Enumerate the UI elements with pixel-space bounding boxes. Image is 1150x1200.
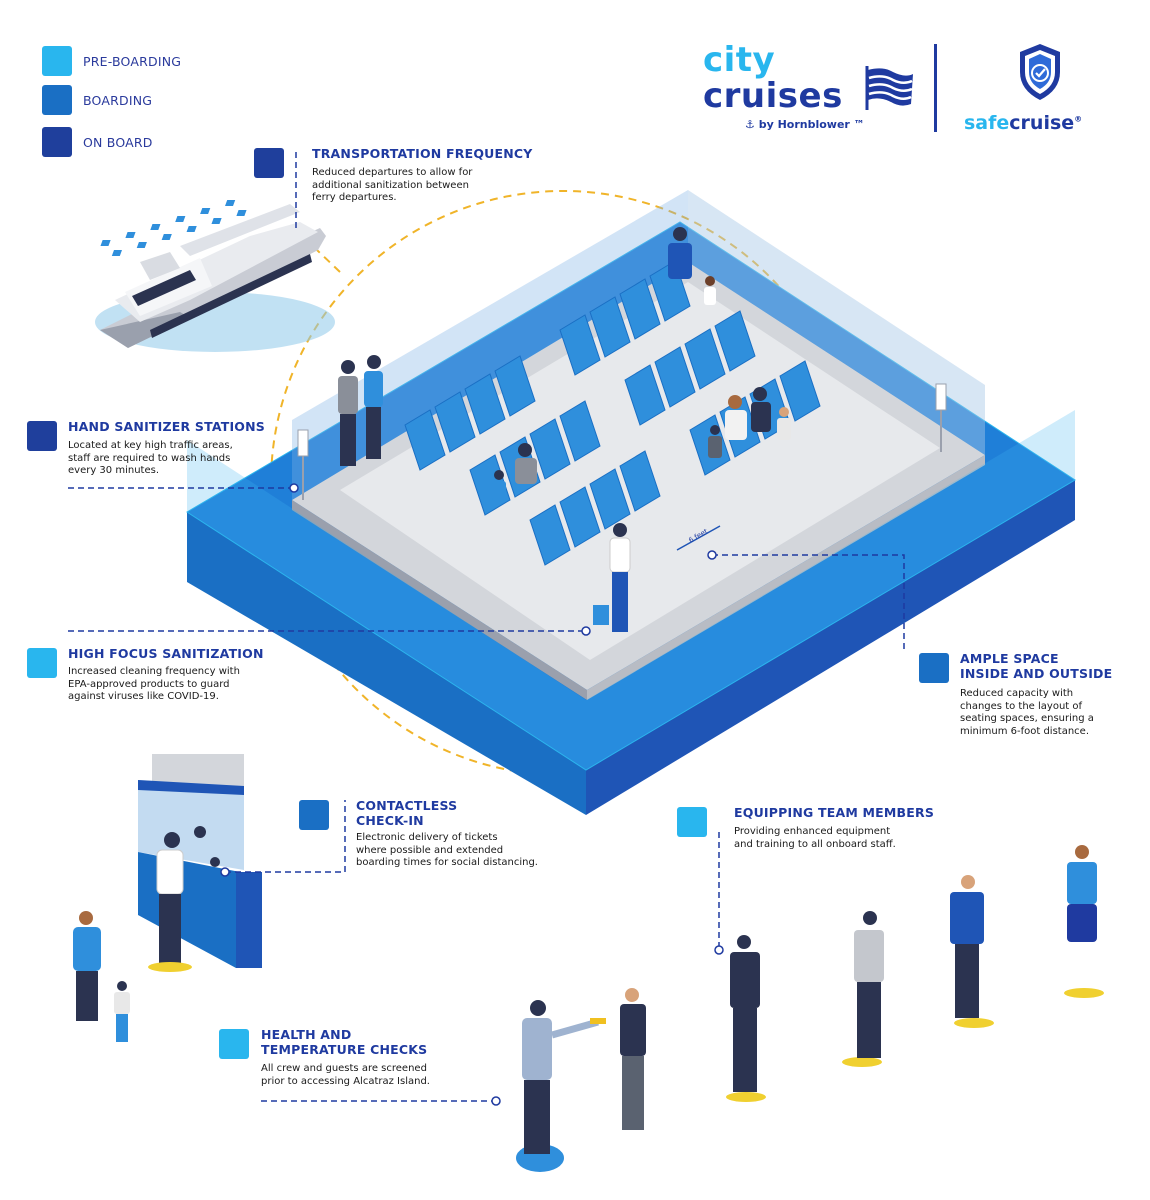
phase-marker-boarding	[299, 800, 329, 830]
title-line: CHECK-IN	[356, 813, 424, 828]
team-body: Providing enhanced equipment and trainin…	[734, 826, 896, 851]
passengers	[338, 227, 791, 632]
body-line: Electronic delivery of tickets	[356, 832, 498, 843]
ample-space-body: Reduced capacity with changes to the lay…	[960, 688, 1094, 738]
city-cruises-logo: city cruises ⚓ by Hornblower ™	[703, 42, 923, 137]
body-line: ferry departures.	[312, 192, 397, 203]
body-line: minimum 6-foot distance.	[960, 725, 1090, 737]
brand-divider	[934, 44, 937, 132]
legend-label: PRE-BOARDING	[83, 53, 182, 69]
title-line: CONTACTLESS	[356, 798, 458, 813]
title-line: TEMPERATURE CHECKS	[261, 1042, 428, 1057]
body-line: Reduced departures to allow for	[312, 167, 473, 178]
legend-label: BOARDING	[83, 92, 153, 108]
title-line: INSIDE AND OUTSIDE	[960, 666, 1113, 681]
phase-marker-pre-boarding	[219, 1029, 249, 1059]
ticket-booth-illustration	[73, 754, 262, 1042]
body-line: All crew and guests are screened	[261, 1063, 427, 1074]
ferry-illustration	[95, 200, 335, 352]
logo-byline: ⚓ by Hornblower ™	[745, 118, 865, 131]
legend-swatch	[42, 46, 72, 76]
ample-space-title: AMPLE SPACE INSIDE AND OUTSIDE	[960, 651, 1112, 681]
body-line: EPA-approved products to guard	[68, 678, 230, 690]
shield-check-icon	[1020, 44, 1060, 100]
title-line: HEALTH AND	[261, 1027, 352, 1042]
safecruise-word-a: safe	[964, 112, 1010, 134]
phase-marker-boarding	[919, 653, 949, 683]
body-line: seating spaces, ensuring a	[960, 713, 1094, 724]
legend-item-boarding: BOARDING	[42, 85, 152, 115]
body-line: boarding times for social distancing.	[356, 857, 538, 868]
staff-illustration	[516, 845, 1104, 1172]
body-line: against viruses like COVID-19.	[68, 691, 219, 702]
body-line: Located at key high traffic areas,	[68, 440, 233, 451]
sanitizer-stands	[297, 383, 947, 500]
phase-marker-pre-boarding	[677, 807, 707, 837]
phase-marker-pre-boarding	[27, 648, 57, 678]
body-line: prior to accessing Alcatraz Island.	[261, 1075, 430, 1087]
health-body: All crew and guests are screened prior t…	[261, 1063, 430, 1088]
safecruise-wordmark: safecruise®	[964, 112, 1082, 134]
legend-swatch	[42, 127, 72, 157]
legend-item-pre-boarding: PRE-BOARDING	[42, 46, 181, 76]
checkin-title: CONTACTLESS CHECK-IN	[356, 798, 457, 828]
body-line: staff are required to wash hands	[68, 452, 231, 464]
safecruise-logo: safecruise®	[960, 42, 1110, 137]
checkin-body: Electronic delivery of tickets where pos…	[356, 832, 538, 870]
logo-line-2: cruises	[703, 76, 843, 116]
body-line: Reduced capacity with	[960, 688, 1074, 699]
body-line: where possible and extended	[356, 844, 504, 856]
safecruise-word-b: cruise	[1009, 112, 1075, 134]
phase-marker-on-board	[254, 148, 284, 178]
legend-label: ON BOARD	[83, 134, 153, 150]
sanitizer-body: Located at key high traffic areas, staff…	[68, 440, 233, 478]
sanitizer-title: HAND SANITIZER STATIONS	[68, 419, 266, 434]
seat-rows	[404, 260, 821, 566]
platform-illustration	[186, 190, 1076, 815]
connector-lines	[68, 152, 905, 1102]
registered-mark: ®	[1074, 114, 1083, 124]
body-line: changes to the layout of	[960, 700, 1083, 712]
body-line: additional sanitization between	[312, 179, 469, 191]
sanitization-title: HIGH FOCUS SANITIZATION	[68, 646, 264, 661]
body-line: Providing enhanced equipment	[734, 826, 891, 837]
health-title: HEALTH AND TEMPERATURE CHECKS	[261, 1027, 427, 1057]
body-line: every 30 minutes.	[68, 465, 159, 476]
transportation-title: TRANSPORTATION FREQUENCY	[312, 146, 533, 161]
title-line: AMPLE SPACE	[960, 651, 1059, 666]
transportation-body: Reduced departures to allow for addition…	[312, 167, 472, 205]
flag-icon	[865, 66, 913, 110]
distance-marker	[676, 525, 721, 551]
legend-item-on-board: ON BOARD	[42, 127, 153, 157]
sanitization-body: Increased cleaning frequency with EPA-ap…	[68, 666, 240, 704]
logo-line-1: city	[703, 40, 776, 80]
body-line: and training to all onboard staff.	[734, 838, 896, 850]
phase-marker-on-board	[27, 421, 57, 451]
body-line: Increased cleaning frequency with	[68, 666, 240, 677]
team-title: EQUIPPING TEAM MEMBERS	[734, 805, 935, 820]
legend-swatch	[42, 85, 72, 115]
